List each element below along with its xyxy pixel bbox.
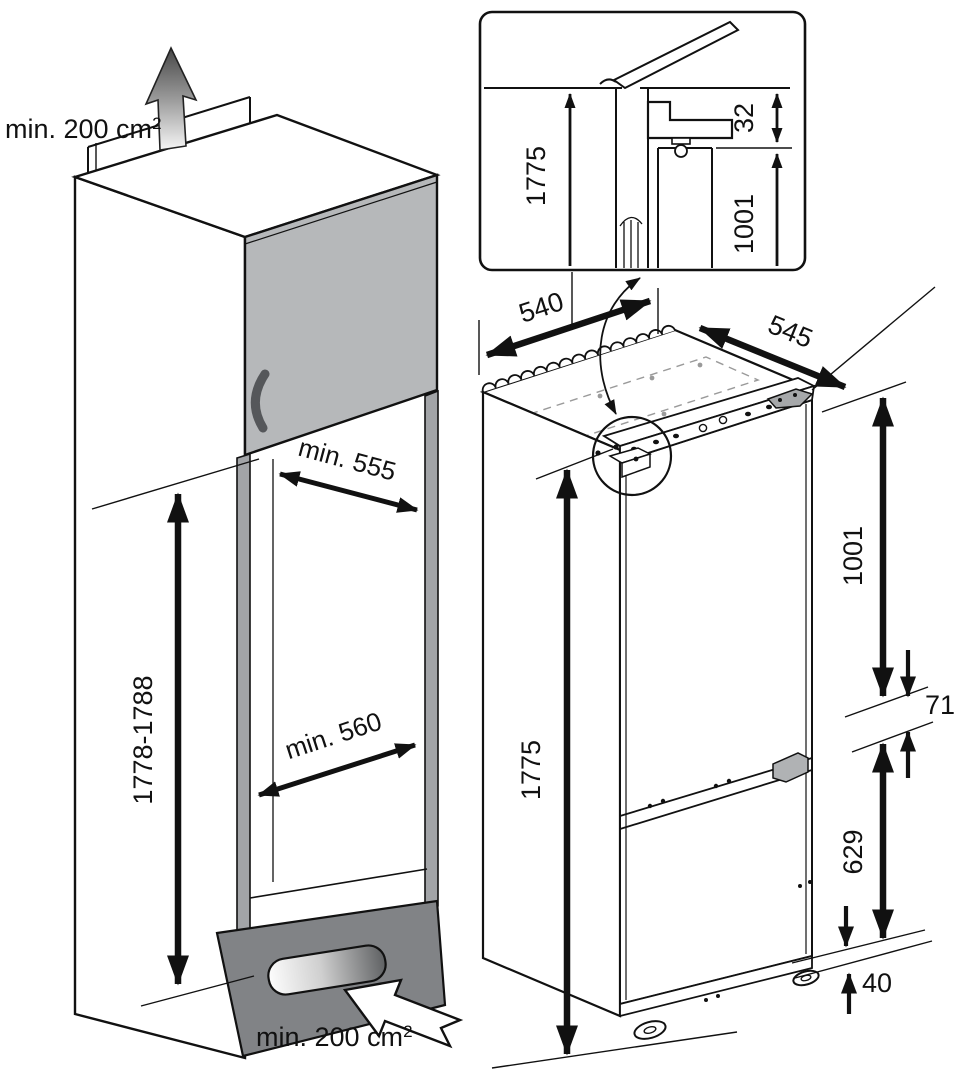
- bottom-clearance-label: 40: [862, 968, 892, 998]
- rear-foot: [792, 969, 820, 987]
- door-gasket-lines: [619, 216, 643, 268]
- dimension-lower-door: 629: [791, 742, 933, 979]
- dimension-niche-width: min. 555: [278, 432, 419, 513]
- upper-hinge-bracket: [766, 388, 814, 409]
- front-foot: [633, 1020, 667, 1040]
- niche-height-label: 1778-1788: [128, 675, 158, 804]
- inset-dimension-upper-door: 1001: [729, 153, 783, 266]
- fridge-left-side: [481, 390, 622, 1018]
- cabinet-side-panel: [73, 175, 247, 1060]
- door-gap-label: 71: [925, 690, 954, 720]
- plinth-vent-slot: [267, 944, 387, 996]
- rail-hole: [718, 415, 728, 425]
- door-handle-icon: [250, 369, 270, 433]
- cabinet-upper-door-top-line: [244, 181, 438, 245]
- cabinet-upper-door: [243, 173, 439, 457]
- rail-hole: [698, 423, 708, 433]
- appliance-drawing: 540 545 1775 1001 71: [478, 272, 954, 1069]
- niche-depth-label: min. 560: [281, 706, 385, 765]
- dimension-door-gap: 71: [851, 650, 954, 778]
- upper-door-label: 1001: [838, 526, 868, 586]
- hinge-detail-inset: 1775 32 1001: [478, 10, 807, 272]
- inset-top-clearance-label: 32: [729, 103, 759, 133]
- lower-hinge-bracket: [772, 752, 809, 783]
- base-band: [619, 954, 813, 1018]
- inset-upper-door-label: 1001: [729, 194, 759, 254]
- dimension-niche-height: 1778-1788: [91, 458, 260, 1007]
- top-vent-label: min. 200 cm2: [5, 114, 162, 144]
- niche-floor-back-edge: [249, 868, 428, 899]
- inset-height-label: 1775: [521, 146, 551, 206]
- detail-circle: [591, 415, 673, 497]
- dimension-height: 1775: [491, 448, 738, 1069]
- niche-right-stile: [424, 389, 439, 913]
- furniture-flap: [612, 20, 740, 90]
- lower-door-label: 629: [838, 829, 868, 874]
- hinge-detail-callout: [591, 415, 673, 497]
- niche-width-label: min. 555: [295, 432, 399, 487]
- niche-left-stile: [236, 452, 251, 946]
- inset-hinge-bracket: [646, 100, 734, 140]
- height-label: 1775: [516, 740, 546, 800]
- inset-frame: [478, 10, 807, 272]
- dimension-upper-door: 1001: [821, 381, 929, 718]
- top-vent-arrow-icon: [144, 46, 198, 151]
- inset-dimension-height: 1775: [521, 93, 576, 266]
- dimension-niche-depth: min. 560: [257, 706, 417, 798]
- inset-dimension-top-clearance: 32: [729, 93, 783, 143]
- bottom-vent-arrow-icon: [342, 978, 464, 1049]
- bottom-vent-label: min. 200 cm2: [256, 1022, 413, 1052]
- dimension-bottom-clearance: 40: [838, 906, 892, 1014]
- depth-label: 540: [515, 286, 567, 328]
- cabinet-drawing: min. 555 min. 560 1778-1788 min. 200 cm2…: [5, 46, 464, 1060]
- width-label: 545: [764, 309, 817, 354]
